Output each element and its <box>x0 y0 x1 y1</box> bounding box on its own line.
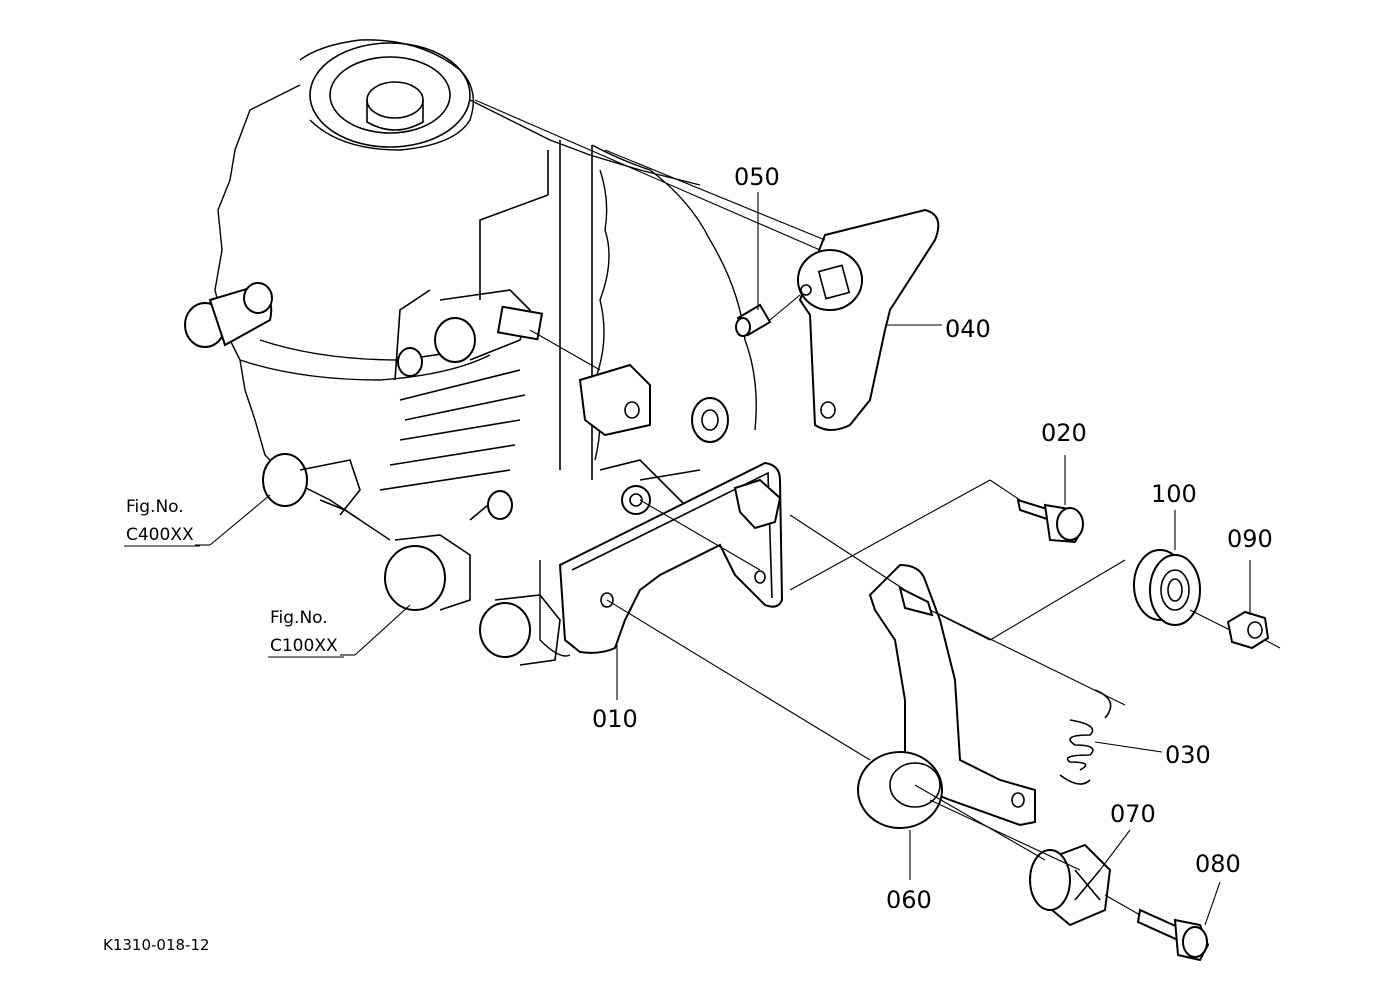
fig-ref-c400-line1: Fig.No. <box>126 497 184 517</box>
arm-060 <box>857 563 1036 829</box>
lever-040 <box>797 208 940 431</box>
bearing-100 <box>1133 549 1201 626</box>
label-020: 020 <box>1041 419 1087 447</box>
part-labels: 050 040 020 100 090 010 030 070 060 080 <box>592 163 1273 914</box>
label-010: 010 <box>592 705 638 733</box>
label-060: 060 <box>886 886 932 914</box>
label-100: 100 <box>1151 480 1197 508</box>
label-030: 030 <box>1165 741 1211 769</box>
leader-lines <box>195 99 1281 926</box>
fig-ref-c400-line2: C400XX <box>126 525 194 545</box>
spring-030 <box>1059 689 1112 785</box>
label-040: 040 <box>945 315 991 343</box>
engine-assembly <box>184 39 757 666</box>
bolt-080 <box>1136 908 1210 962</box>
label-070: 070 <box>1110 800 1156 828</box>
setscrew-050 <box>735 303 772 337</box>
label-080: 080 <box>1195 850 1241 878</box>
drawing-code: K1310-018-12 <box>103 936 210 954</box>
bolt-020 <box>1016 498 1084 544</box>
bushing-070 <box>1029 843 1112 927</box>
label-050: 050 <box>734 163 780 191</box>
label-090: 090 <box>1227 525 1273 553</box>
fig-ref-c100-line2: C100XX <box>270 636 338 656</box>
nut-090 <box>1226 610 1270 650</box>
fig-ref-c100-line1: Fig.No. <box>270 608 328 628</box>
figure-references: Fig.No. C400XX Fig.No. C100XX <box>124 497 344 658</box>
